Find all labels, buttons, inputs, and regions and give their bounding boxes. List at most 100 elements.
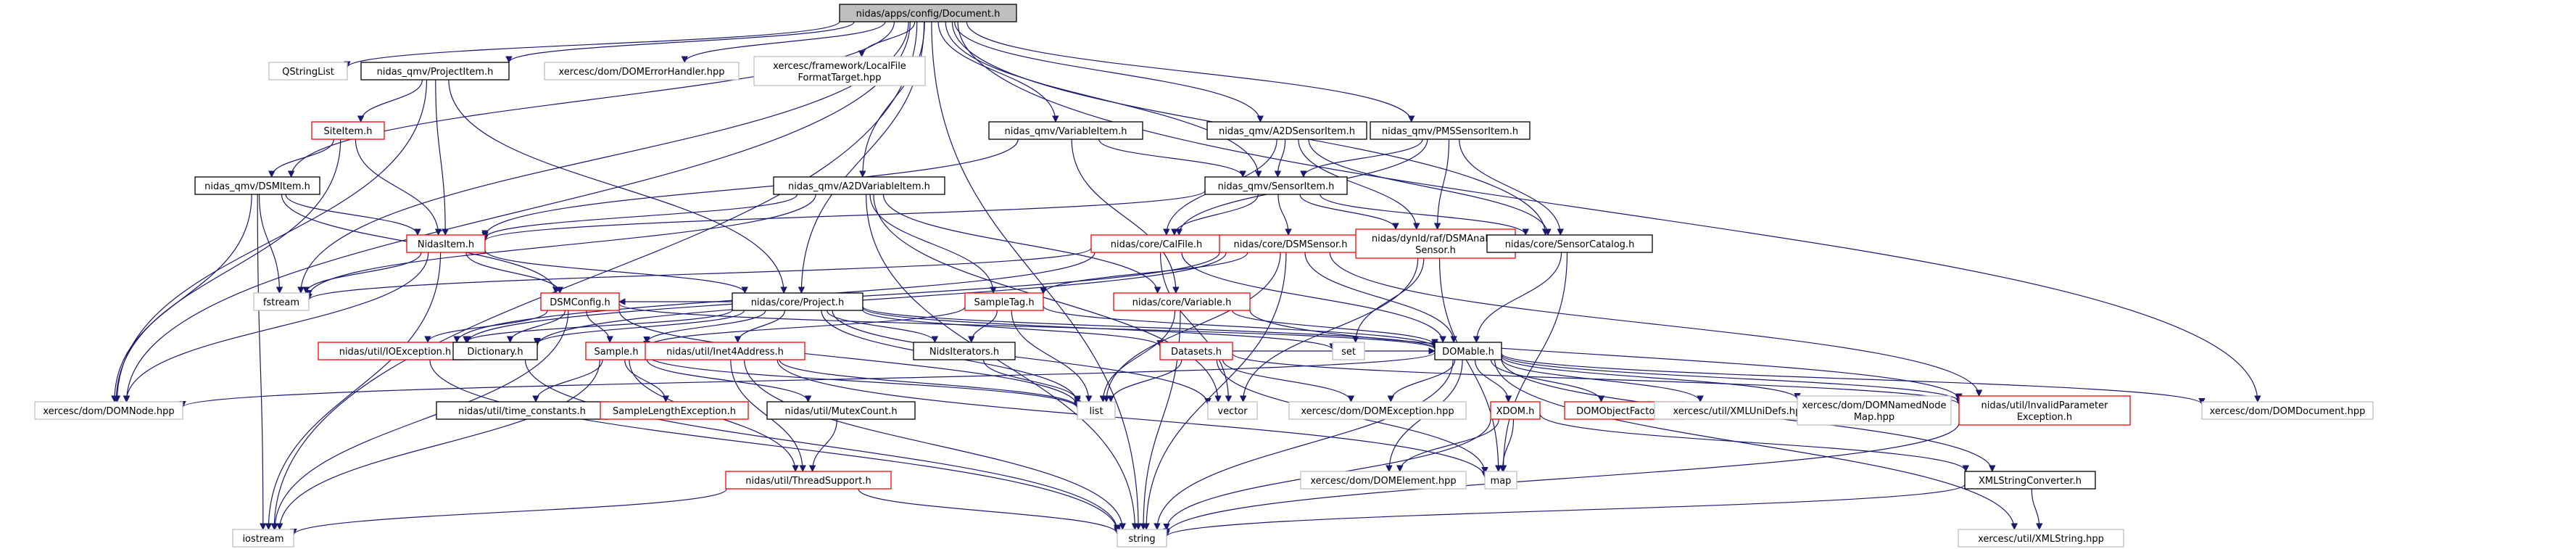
node-box [1113,292,1251,311]
node-ioexception[interactable]: nidas/util/IOException.h [318,342,473,360]
node-box [1204,176,1348,195]
node-label: Datasets.h [1171,347,1222,358]
node-label: list [1089,406,1103,417]
node-label: nidas/apps/config/Document.h [856,9,1001,20]
edge-dsmsensor-to-sampletag [1040,252,1248,295]
node-sample[interactable]: Sample.h [585,342,647,360]
edge-dsmanalogsensor-to-set [1351,257,1425,343]
node-project[interactable]: nidas/core/Project.h [732,292,864,311]
node-dsmitem[interactable]: nidas_qmv/DSMItem.h [194,176,320,195]
edge-xmlstringconverter-to-string [1163,484,1966,537]
node-sensorcatalog[interactable]: nidas/core/SensorCatalog.h [1486,234,1653,253]
node-root[interactable]: nidas/apps/config/Document.h [839,4,1017,22]
node-box [988,121,1143,140]
node-label: nidas_qmv/ProjectItem.h [377,67,494,78]
node-dsmsensor[interactable]: nidas/core/DSMSensor.h [1219,234,1362,253]
node-label: set [1341,347,1356,358]
node-nidasitem[interactable]: NidasItem.h [406,234,486,253]
node-box [1332,342,1365,360]
node-variableitem[interactable]: nidas_qmv/VariableItem.h [988,121,1143,140]
node-box [1117,529,1167,548]
node-threadsupport[interactable]: nidas/util/ThreadSupport.h [725,471,892,490]
node-a2dsensoritem[interactable]: nidas_qmv/A2DSensorItem.h [1206,121,1367,140]
node-box [2201,401,2374,420]
node-label: nidas/util/InvalidParameter [1981,400,2108,411]
edge-root-to-qstringlist [344,20,840,68]
edge-domable-to-string [1154,359,1454,530]
node-box [1958,529,2124,548]
edge-siteitem-to-dsmitem [268,139,334,178]
node-pmssensoritem[interactable]: nidas_qmv/PMSSensorItem.h [1370,121,1531,140]
node-box [1434,342,1502,360]
node-xdom[interactable]: XDOM.h [1490,401,1541,420]
node-label: xercesc/dom/DOMDocument.hpp [2210,406,2366,417]
node-a2dvariableitem[interactable]: nidas_qmv/A2DVariableItem.h [773,176,945,195]
node-label: nidas/core/Project.h [751,297,845,308]
node-label: nidas/core/CalFile.h [1111,239,1203,250]
edge-domable-to-domexception [1387,359,1456,403]
node-mutexcount[interactable]: nidas/util/MutexCount.h [766,401,916,420]
node-calfile[interactable]: nidas/core/CalFile.h [1090,234,1222,253]
node-iostream: iostream [232,529,294,548]
edge-a2dsensoritem-to-sensorcatalog [1308,139,1552,236]
node-inet4address[interactable]: nidas/util/Inet4Address.h [645,342,805,360]
edge-dsmconfig-to-list [618,310,1081,408]
node-label: nidas_qmv/SensorItem.h [1218,181,1335,192]
node-label: QStringList [282,67,334,78]
node-box [1288,401,1467,420]
node-box [1206,121,1367,140]
node-dictionary[interactable]: Dictionary.h [452,342,538,360]
edge-a2dvariableitem-to-nidasitem [481,194,798,239]
edge-root-to-dsmitem [287,21,895,178]
edge-root-to-a2dsensoritem [954,21,1264,123]
edge-root-to-domnode [123,21,911,403]
edge-root-to-projectitem [505,21,855,63]
edge-variableitem-to-sensoritem [1098,139,1246,178]
node-datasets[interactable]: Datasets.h [1159,342,1233,360]
node-sampletag[interactable]: SampleTag.h [964,292,1044,311]
node-vector: vector [1207,401,1258,420]
edge-pmssensoritem-to-sensorcatalog [1459,139,1565,236]
node-dsmconfig[interactable]: DSMConfig.h [540,292,620,311]
node-box [1219,234,1362,253]
node-label: FormatTarget.hpp [798,73,882,83]
node-box [1486,234,1653,253]
node-box [1958,395,2131,426]
node-timeconstants[interactable]: nidas/util/time_constants.h [436,401,608,420]
node-xmlstringconverter[interactable]: XMLStringConverter.h [1964,471,2096,490]
edge-domable-to-domnamednodemap [1501,355,1801,400]
node-label: string [1128,534,1155,545]
node-niditerators[interactable]: NidsIterators.h [913,342,1016,360]
node-label: nidas/util/MutexCount.h [784,406,897,417]
node-label: nidas_qmv/A2DSensorItem.h [1219,126,1355,137]
node-domdocument: xercesc/dom/DOMDocument.hpp [2201,401,2374,420]
edge-sample-to-iostream [276,359,600,530]
edge-domable-to-xdom [1474,359,1512,403]
edge-invalidparameter-to-string [1163,422,1960,536]
edge-variableitem-to-nidasitem [481,139,1019,238]
node-projectitem[interactable]: nidas_qmv/ProjectItem.h [360,62,510,81]
edge-root-to-localfileformattarget [858,21,916,57]
edge-sample-to-mutexcount [646,358,812,403]
edge-dsmanalogsensor-to-map [1438,257,1502,472]
node-variable[interactable]: nidas/core/Variable.h [1113,292,1251,311]
edge-dsmanalogsensor-to-vector [1239,257,1419,403]
node-label: nidas/util/ThreadSupport.h [745,476,871,487]
node-label: nidas/util/Inet4Address.h [666,347,784,358]
node-box [406,234,486,253]
node-sensoritem[interactable]: nidas_qmv/SensorItem.h [1204,176,1348,195]
node-box [544,62,740,81]
node-siteitem[interactable]: SiteItem.h [311,121,385,140]
node-samplelengthexception[interactable]: SampleLengthException.h [600,401,749,420]
edge-projectitem-to-nidasitem [435,79,449,236]
edge-project-to-sample [643,310,766,344]
node-domelement: xercesc/dom/DOMElement.hpp [1300,471,1467,490]
node-domable[interactable]: DOMable.h [1434,342,1502,360]
node-label: Sensor.h [1415,245,1456,256]
edge-datasets-to-list [1107,359,1183,403]
edge-sensoritem-to-calfile [1171,194,1259,236]
node-label: Exception.h [2017,412,2072,423]
node-box [268,62,348,81]
